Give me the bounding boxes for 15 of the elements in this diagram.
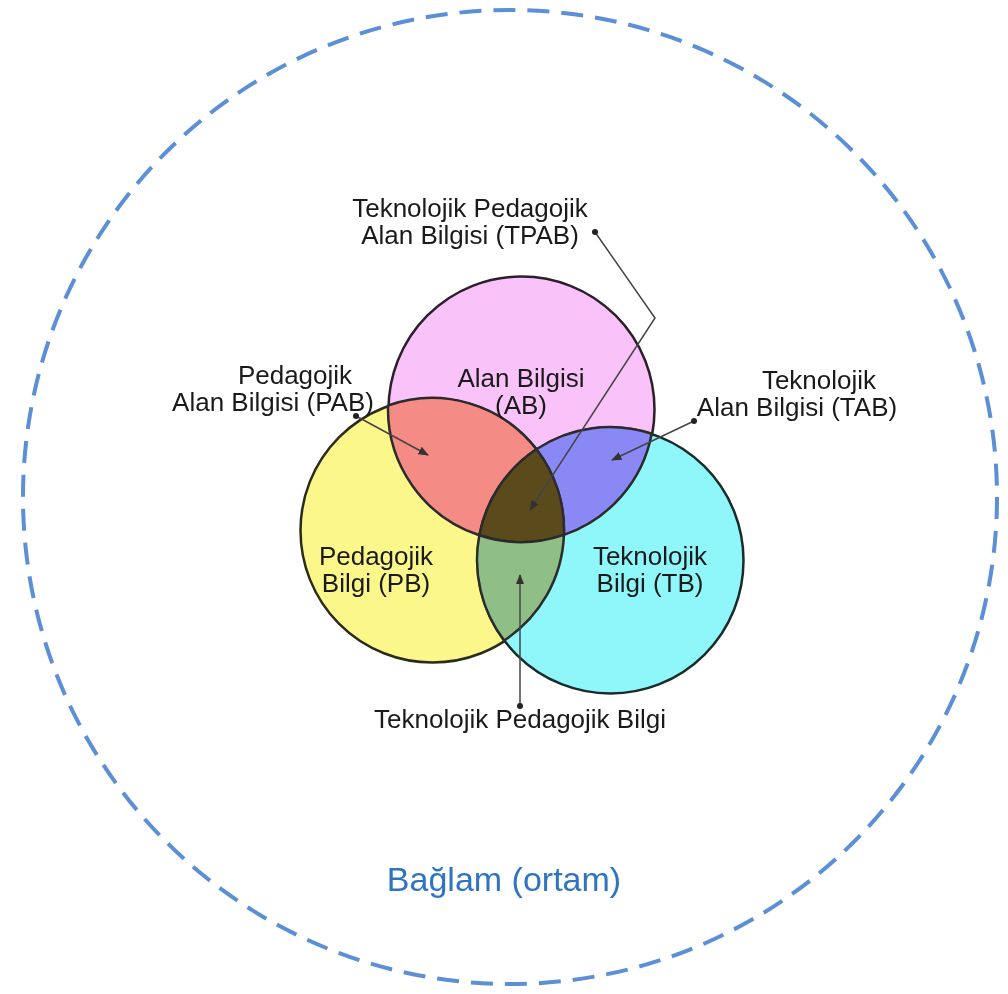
circle-label: Pedagojik Bilgi (PB) xyxy=(317,543,435,598)
circle-label: Alan Bilgisi (AB) xyxy=(456,365,586,420)
callout-label: Pedagojik Alan Bilgisi (PAB) xyxy=(171,362,375,417)
leader-line xyxy=(515,573,525,709)
context-label: Bağlam (ortam) xyxy=(385,862,623,898)
overlap-region xyxy=(475,533,566,642)
leader-line xyxy=(611,418,697,461)
leader-line xyxy=(353,413,429,456)
callout-label: Teknolojik Pedagojik Alan Bilgisi (TPAB) xyxy=(351,195,589,250)
leader-line xyxy=(529,229,656,511)
overlap-region xyxy=(535,426,653,537)
circle-label: Teknolojik Bilgi (TB) xyxy=(591,543,709,598)
callout-label: Teknolojik Pedagojik Bilgi xyxy=(373,706,667,734)
overlap-region xyxy=(478,447,566,543)
callout-label: Teknolojik Alan Bilgisi (TAB) xyxy=(695,367,899,422)
